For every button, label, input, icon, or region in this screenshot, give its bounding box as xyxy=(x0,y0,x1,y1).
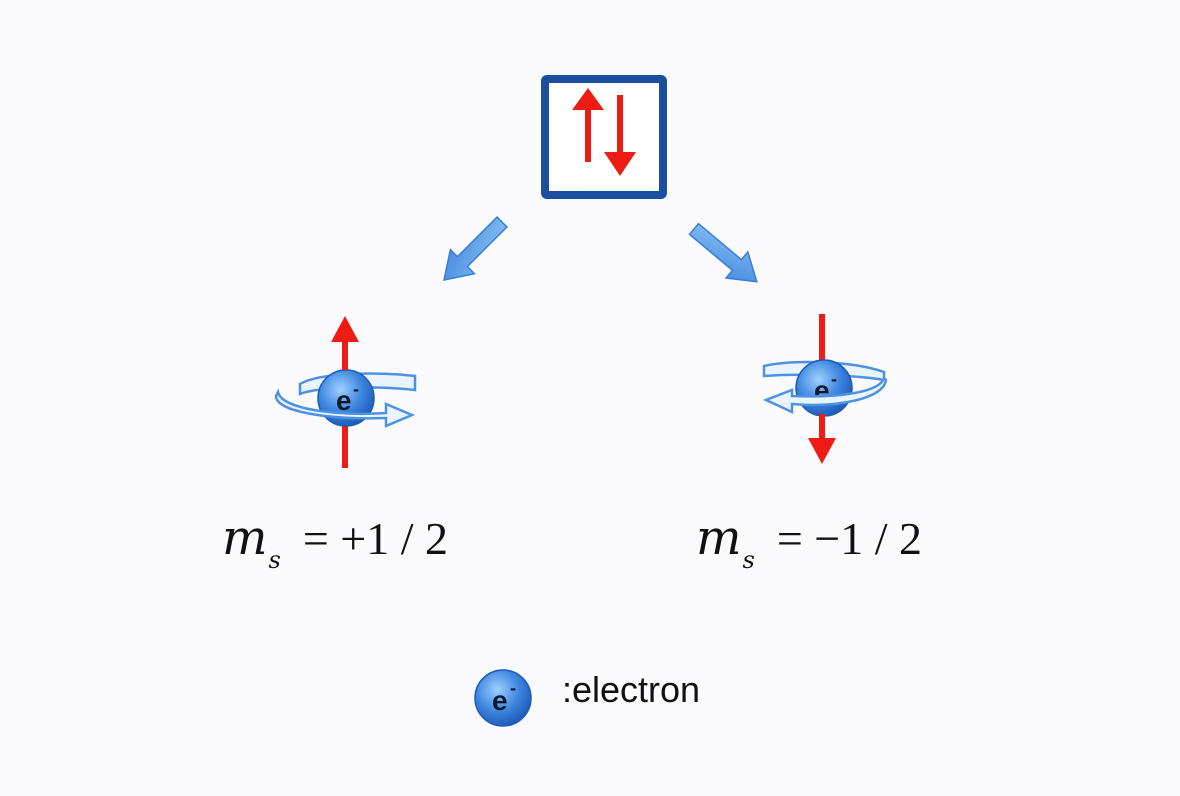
formula-symbol: m xyxy=(222,510,268,566)
split-arrow-right-icon xyxy=(688,222,758,283)
split-arrow-left-icon xyxy=(443,215,509,281)
legend-electron-charge: - xyxy=(510,678,516,698)
formula-subscript: s xyxy=(742,546,755,574)
spin-down-arrow-icon xyxy=(808,438,836,464)
paired-up-arrow-icon xyxy=(572,88,604,162)
formula-subscript: s xyxy=(268,546,281,574)
spin-up-arrow-icon xyxy=(331,316,359,342)
rotation-ring-front-icon xyxy=(762,375,888,414)
electron-symbol: e xyxy=(336,385,352,416)
spin-up-formula: ms = +1 / 2 xyxy=(222,513,449,572)
spin-down-formula: ms = −1 / 2 xyxy=(696,513,923,572)
formula-symbol: m xyxy=(696,510,742,566)
legend-label: :electron xyxy=(562,669,701,710)
spin-down-electron-group: e - xyxy=(762,314,888,464)
orbital-box-icon xyxy=(541,75,667,199)
legend-electron-icon: e - xyxy=(474,669,532,727)
electron-charge: - xyxy=(353,379,359,399)
legend-electron-symbol: e xyxy=(492,685,508,716)
electron-charge: - xyxy=(831,369,837,389)
formula-value: = −1 / 2 xyxy=(776,513,923,564)
formula-value: = +1 / 2 xyxy=(302,513,449,564)
spin-up-electron-group: e - xyxy=(274,316,417,468)
paired-down-arrow-icon xyxy=(604,95,636,176)
rotation-ring-front-icon xyxy=(274,388,416,428)
